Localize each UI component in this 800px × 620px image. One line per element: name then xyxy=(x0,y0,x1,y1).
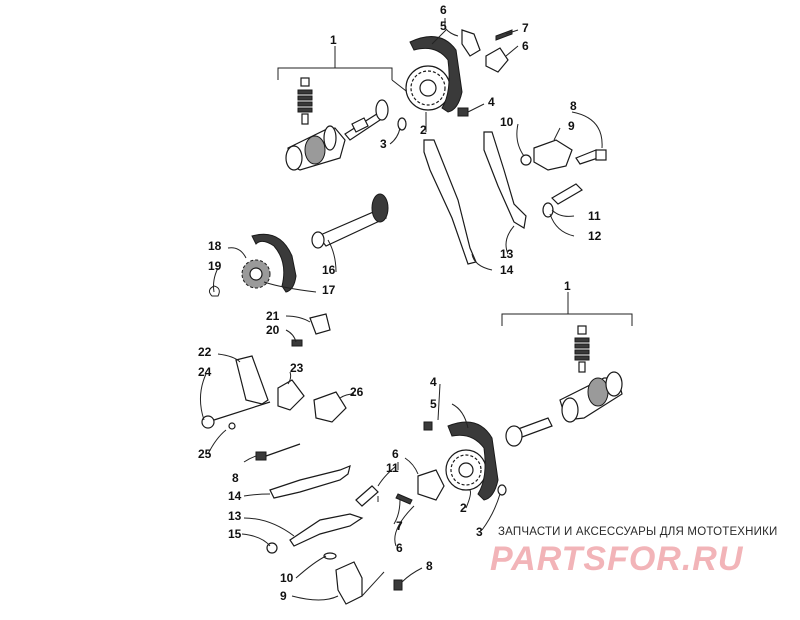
callout-11-bottom: 11 xyxy=(386,461,399,475)
gear-18 xyxy=(241,259,271,289)
callout-4-bottom: 4 xyxy=(430,375,437,389)
callout-12-top: 12 xyxy=(588,229,602,243)
cam-sprocket-top xyxy=(405,65,451,111)
callout-26: 26 xyxy=(350,385,364,399)
tensioner-top xyxy=(520,139,607,171)
callout-22: 22 xyxy=(198,345,212,359)
chain-mid xyxy=(251,233,297,293)
guide-23 xyxy=(277,379,305,411)
callout-13-bottom: 13 xyxy=(228,509,242,523)
callout-16: 16 xyxy=(322,263,336,277)
bolt-8-left xyxy=(255,443,301,461)
oring-10-bottom xyxy=(323,552,337,560)
bracket-21 xyxy=(291,313,331,347)
callout-6c-bottom: 6 xyxy=(396,541,403,555)
bolt-4-bottom xyxy=(423,421,433,431)
callout-18: 18 xyxy=(208,239,222,253)
callout-7-bottom: 7 xyxy=(396,519,403,533)
callout-1-bottom: 1 xyxy=(564,279,571,293)
tensioner-pivot-top xyxy=(461,29,513,73)
callout-8c-bottom: 8 xyxy=(426,559,433,573)
callout-24: 24 xyxy=(198,365,212,379)
callout-6-bottom: 6 xyxy=(392,447,399,461)
watermark-logo: PARTSFOR.RU xyxy=(490,540,744,578)
callout-23: 23 xyxy=(290,361,304,375)
bolt-4-top xyxy=(457,103,485,117)
callout-13-top: 13 xyxy=(500,247,514,261)
callout-10-bottom: 10 xyxy=(280,571,294,585)
callout-9-top: 9 xyxy=(568,119,575,133)
chain-top xyxy=(409,36,463,113)
chain-bottom xyxy=(447,421,499,501)
callout-7-top: 7 xyxy=(522,21,529,35)
bolt-11-top xyxy=(542,183,583,218)
callout-6b-top: 6 xyxy=(522,39,529,53)
callout-15: 15 xyxy=(228,527,242,541)
callout-8-top: 8 xyxy=(570,99,577,113)
callout-11-top: 11 xyxy=(588,209,601,223)
washer-3-bottom xyxy=(497,484,507,496)
callout-19: 19 xyxy=(208,259,222,273)
cam-sprocket-bottom xyxy=(445,449,487,491)
leader-lines xyxy=(200,18,603,601)
camshaft-bottom xyxy=(505,371,623,447)
chain-guide-22 xyxy=(235,355,269,405)
chain-guide-14-bottom xyxy=(269,465,351,499)
camshaft-top xyxy=(285,99,389,171)
callout-4-top: 4 xyxy=(488,95,495,109)
washer-3-top xyxy=(397,117,407,131)
callout-2-bottom: 2 xyxy=(460,501,467,515)
pivot-6-bottom xyxy=(417,469,445,501)
callout-20: 20 xyxy=(266,323,280,337)
callout-3-bottom: 3 xyxy=(476,525,483,539)
bolt-8-bottom xyxy=(393,579,403,591)
idler-shaft xyxy=(311,193,389,249)
callout-5-bottom: 5 xyxy=(430,397,437,411)
callout-9-bottom: 9 xyxy=(280,589,287,603)
tensioner-26 xyxy=(313,391,347,423)
callout-14-top: 14 xyxy=(500,263,514,277)
callout-labels: 6 5 7 6 4 8 2 3 10 9 11 12 13 14 18 19 1… xyxy=(198,3,602,603)
callout-14-bottom: 14 xyxy=(228,489,242,503)
chain-guide-13-bottom xyxy=(289,513,364,547)
bolt-11-bottom xyxy=(355,485,379,507)
bracket-1-bottom xyxy=(501,292,633,326)
watermark-tagline: ЗАПЧАСТИ И АКСЕССУАРЫ ДЛЯ МОТОТЕХНИКИ xyxy=(498,526,778,538)
callout-5-top: 5 xyxy=(440,19,447,33)
valve-spring-top xyxy=(297,77,313,125)
callout-3-top: 3 xyxy=(380,137,387,151)
chain-guide-14-top xyxy=(423,139,477,265)
callout-10-top: 10 xyxy=(500,115,514,129)
callout-8-bottom: 8 xyxy=(232,471,239,485)
valve-spring-bottom xyxy=(574,325,590,373)
bolt-24 xyxy=(201,401,271,430)
callout-17: 17 xyxy=(322,283,336,297)
callout-1-top: 1 xyxy=(330,33,337,47)
chain-guide-13-top xyxy=(483,131,527,229)
callout-21: 21 xyxy=(266,309,280,323)
tensioner-9-bottom xyxy=(335,561,385,605)
callout-25: 25 xyxy=(198,447,212,461)
clip-19 xyxy=(208,285,220,297)
bracket-1-top xyxy=(277,46,411,95)
spring-7-bottom xyxy=(395,493,413,505)
callout-2-top: 2 xyxy=(420,123,427,137)
callout-6-top: 6 xyxy=(440,3,447,17)
